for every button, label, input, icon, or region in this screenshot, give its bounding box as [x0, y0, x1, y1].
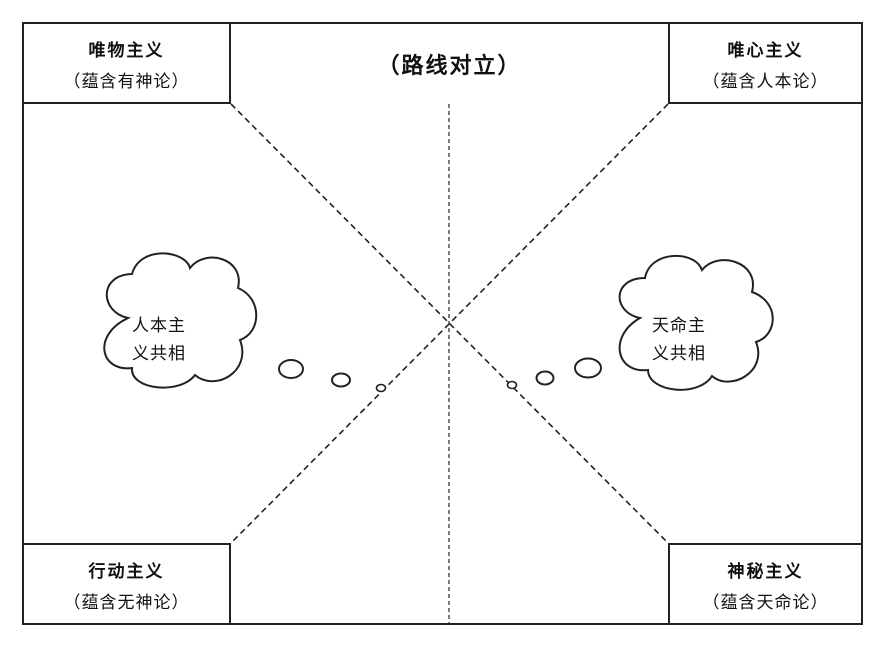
corner-title: 唯心主义 — [727, 41, 804, 61]
right-cloud-line-1: 天命主 — [652, 316, 706, 336]
corner-title: 行动主义 — [88, 562, 165, 582]
left-thought-bubble-small — [375, 383, 387, 393]
corner-box-materialism: 唯物主义 （蕴含有神论） — [22, 22, 231, 104]
left-cloud-label: 人本主 义共相 — [132, 312, 212, 368]
right-thought-bubble-medium — [535, 370, 555, 386]
right-thought-bubble-small — [506, 380, 518, 390]
right-cloud-label: 天命主 义共相 — [652, 312, 732, 368]
corner-box-idealism: 唯心主义 （蕴含人本论） — [668, 22, 863, 104]
left-cloud-line-1: 人本主 — [132, 316, 186, 336]
corner-subtitle: （蕴含人本论） — [702, 72, 829, 92]
diagram-title: （路线对立） — [377, 54, 522, 79]
corner-subtitle: （蕴含无神论） — [63, 593, 190, 613]
left-thought-bubble-large — [278, 359, 304, 379]
corner-subtitle: （蕴含天命论） — [702, 593, 829, 613]
left-cloud-line-2: 义共相 — [132, 344, 186, 364]
right-thought-bubble-large — [574, 357, 602, 379]
diagram-frame — [22, 22, 863, 625]
left-thought-cloud — [103, 252, 258, 389]
left-thought-bubble-medium — [331, 372, 351, 388]
corner-title: 唯物主义 — [88, 41, 165, 61]
corner-box-activism: 行动主义 （蕴含无神论） — [22, 543, 231, 625]
corner-title: 神秘主义 — [727, 562, 804, 582]
diagonal-line-tr-bl — [230, 103, 669, 544]
right-thought-cloud — [618, 255, 774, 391]
diagonal-line-tl-br — [230, 103, 669, 544]
right-cloud-line-2: 义共相 — [652, 344, 706, 364]
corner-box-mysticism: 神秘主义 （蕴含天命论） — [668, 543, 863, 625]
corner-subtitle: （蕴含有神论） — [63, 72, 190, 92]
